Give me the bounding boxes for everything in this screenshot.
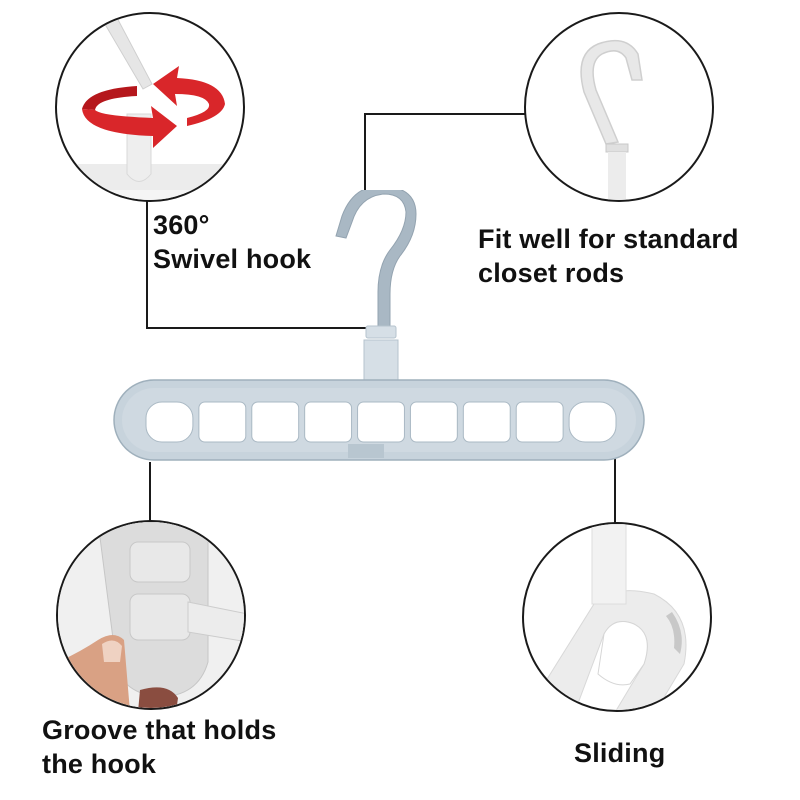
groove-label: Groove that holds the hook — [42, 713, 276, 781]
sliding-detail-circle — [522, 522, 712, 712]
rods-label-line2: closet rods — [478, 258, 625, 288]
hanger-slot — [251, 401, 300, 443]
groove-detail — [58, 522, 244, 708]
hanger-slot — [145, 401, 194, 443]
hanger-slot — [304, 401, 353, 443]
rods-label: Fit well for standard closet rods — [478, 222, 739, 290]
hanger-slots — [145, 401, 617, 443]
groove-label-line2: the hook — [42, 749, 157, 779]
rods-detail-circle — [524, 12, 714, 202]
groove-connector — [149, 462, 151, 523]
rods-connector-horizontal — [364, 113, 528, 115]
hanger-hook — [335, 190, 417, 394]
groove-label-line1: Groove that holds — [42, 715, 277, 745]
swivel-connector-vertical — [146, 198, 148, 329]
rotate-arrows-icon — [57, 14, 243, 200]
sliding-detail — [534, 524, 687, 710]
hook-icon — [580, 39, 643, 200]
swivel-label: 360° Swivel hook — [153, 208, 311, 276]
hanger-slot — [462, 401, 511, 443]
swivel-detail-circle — [55, 12, 245, 202]
sliding-label: Sliding — [574, 736, 665, 770]
hanger-slot — [357, 401, 405, 443]
swivel-connector-horizontal — [146, 327, 376, 329]
hanger-slot — [198, 401, 247, 443]
rods-label-line1: Fit well for standard — [478, 224, 739, 254]
hanger-slot — [515, 401, 564, 443]
hanger-slot — [409, 401, 458, 443]
groove-notch — [348, 444, 384, 458]
rods-connector-vertical — [364, 113, 366, 191]
sliding-connector — [614, 458, 616, 524]
sliding-label-line1: Sliding — [574, 738, 666, 768]
swivel-label-line1: 360° — [153, 210, 210, 240]
swivel-label-line2: Swivel hook — [153, 244, 312, 274]
groove-detail-circle — [56, 520, 246, 710]
hanger-slot — [568, 401, 617, 443]
hanger-illustration — [113, 190, 645, 461]
